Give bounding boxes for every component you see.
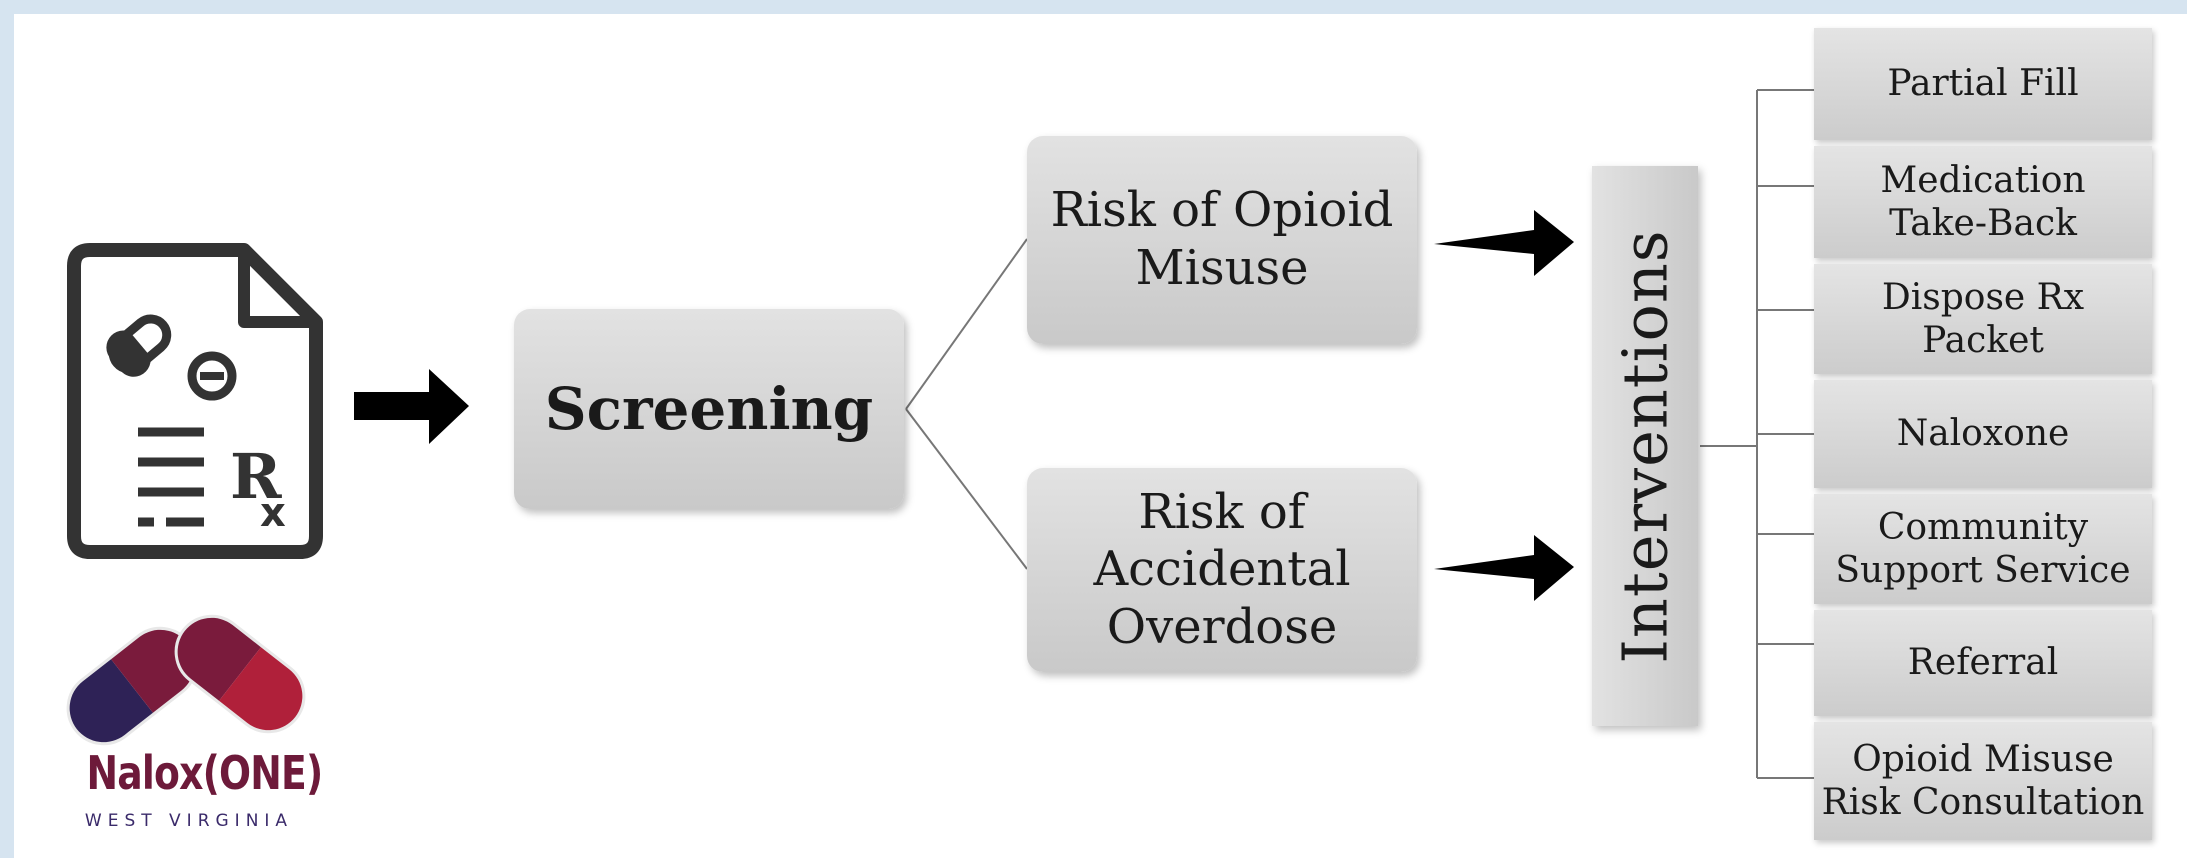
svg-text:x: x <box>260 490 286 536</box>
intervention-item-referral: Referral <box>1814 610 2152 716</box>
arrow-misuse-to-interventions <box>1434 210 1574 276</box>
arrow-overdose-to-interventions <box>1434 535 1574 601</box>
diagram-canvas: R x Screening Risk of Opioid Misuse Risk… <box>14 14 2187 858</box>
svg-text:R: R <box>230 440 282 513</box>
branch-line-misuse <box>905 238 1028 410</box>
intervention-label: Dispose Rx <box>1881 276 2085 318</box>
intervention-label: Referral <box>1907 642 2059 684</box>
arrow-rx-to-screening <box>354 369 469 444</box>
screening-box: Screening <box>514 309 904 509</box>
intervention-label-line2: Packet <box>1922 320 2044 361</box>
interventions-label: Interventions <box>1608 228 1682 664</box>
intervention-item-risk-consultation: Opioid Misuse Risk Consultation <box>1814 722 2152 840</box>
intervention-label: Partial Fill <box>1887 63 2079 105</box>
connector-layer <box>354 89 1814 779</box>
risk-overdose-line2: Accidental <box>1093 541 1351 598</box>
intervention-item-naloxone: Naloxone <box>1814 380 2152 488</box>
intervention-item-partial-fill: Partial Fill <box>1814 28 2152 140</box>
intervention-item-dispose-rx-packet: Dispose Rx Packet <box>1814 264 2152 374</box>
intervention-label-line2: Take-Back <box>1889 203 2077 244</box>
intervention-label: Medication <box>1880 159 2086 201</box>
intervention-label: Opioid Misuse <box>1852 738 2114 780</box>
intervention-item-medication-take-back: Medication Take-Back <box>1814 146 2152 258</box>
risk-misuse-box: Risk of Opioid Misuse <box>1027 136 1417 344</box>
intervention-label: Naloxone <box>1896 413 2070 455</box>
intervention-label: Community <box>1877 506 2089 548</box>
risk-misuse-line2: Misuse <box>1135 240 1309 296</box>
naloxone-logo: Nalox(ONE) WEST VIRGINIA <box>42 606 332 846</box>
risk-overdose-line1: Risk of <box>1138 483 1306 540</box>
risk-overdose-box: Risk of Accidental Overdose <box>1027 468 1417 672</box>
logo-subtitle: WEST VIRGINIA <box>84 811 294 831</box>
intervention-label-line2: Risk Consultation <box>1821 782 2145 823</box>
interventions-box: Interventions <box>1592 166 1698 726</box>
screening-label: Screening <box>544 375 874 443</box>
intervention-label-line2: Support Service <box>1835 550 2131 591</box>
intervention-item-community-support: Community Support Service <box>1814 494 2152 604</box>
prescription-document-icon: R x <box>67 243 323 559</box>
risk-misuse-line1: Risk of Opioid <box>1050 182 1394 239</box>
branch-line-overdose <box>905 408 1028 570</box>
risk-overdose-line3: Overdose <box>1106 598 1338 655</box>
logo-name: Nalox(ONE) <box>86 746 324 800</box>
naloxone-pill-logo-icon <box>66 614 306 746</box>
